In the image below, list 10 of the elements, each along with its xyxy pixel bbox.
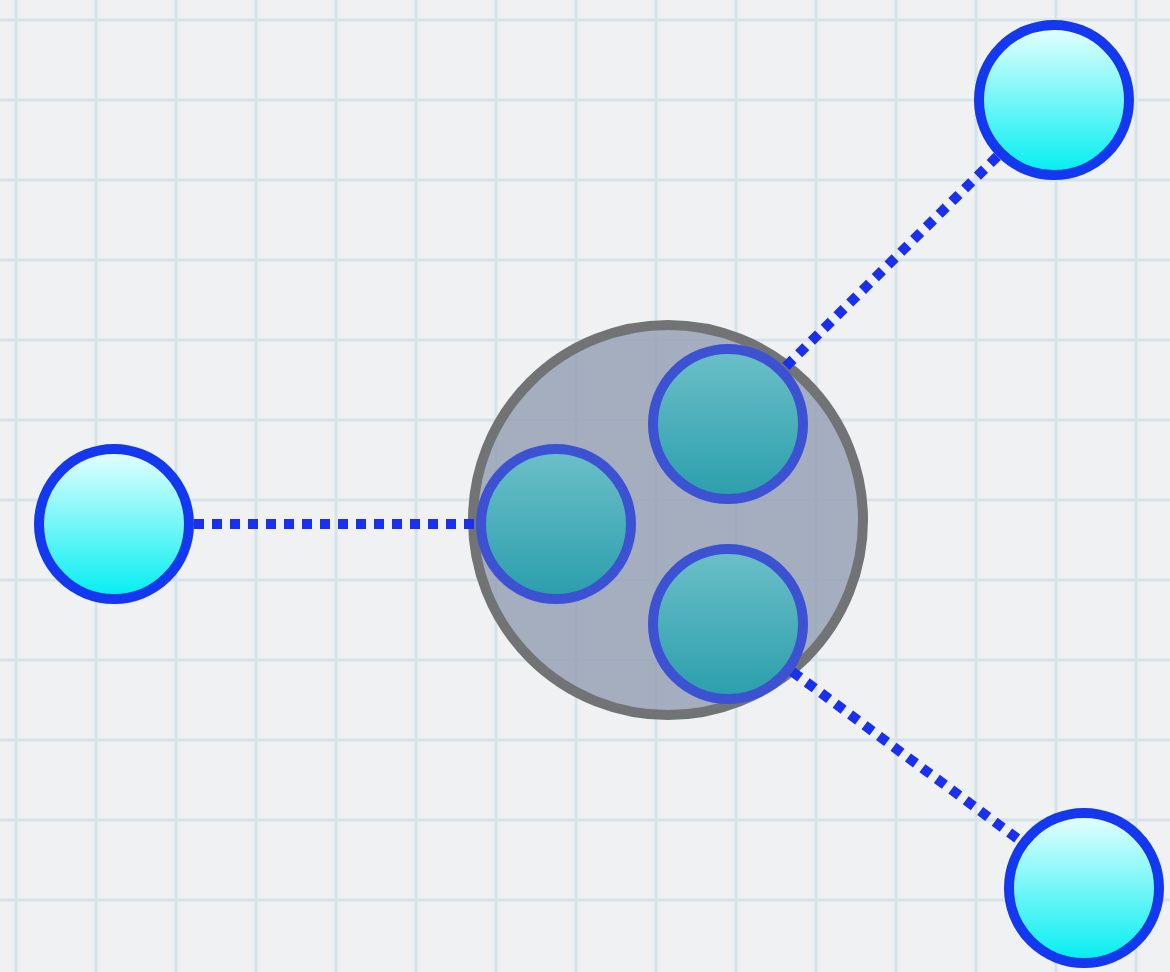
dotted-connector: [781, 152, 1001, 372]
inner-circle: [648, 344, 808, 504]
node-circle: [1004, 808, 1164, 968]
inner-circle: [476, 444, 636, 604]
dotted-connector: [789, 667, 1023, 845]
group-circle: [468, 320, 868, 720]
inner-circle: [648, 544, 808, 704]
dotted-connector: [194, 519, 476, 529]
node-circle: [974, 20, 1134, 180]
node-circle: [34, 444, 194, 604]
